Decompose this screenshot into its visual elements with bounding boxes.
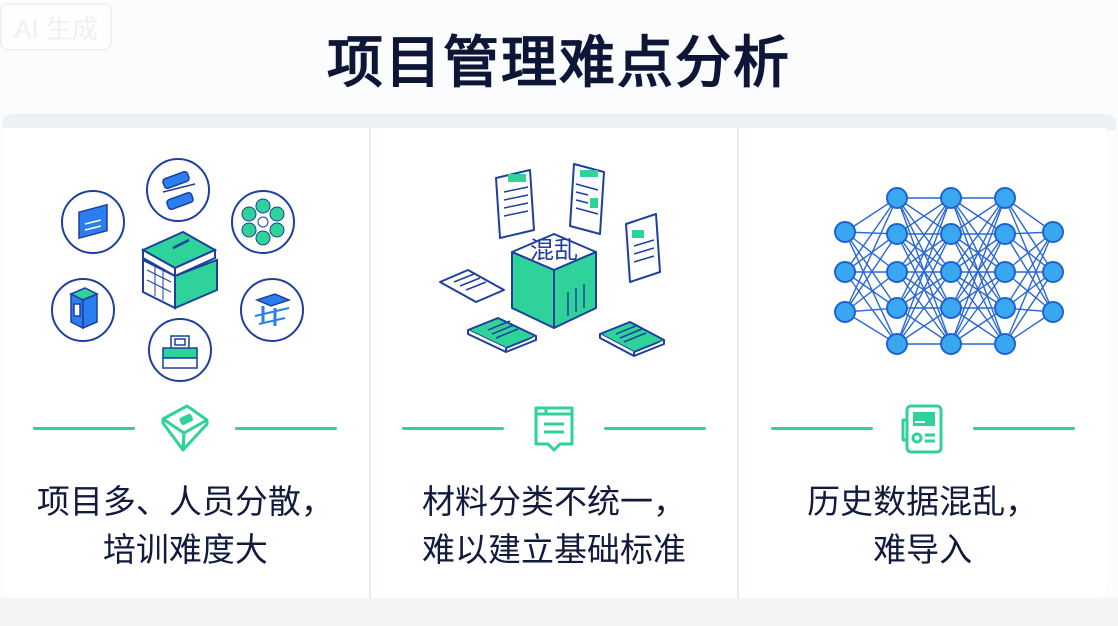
network-node <box>1041 221 1064 243</box>
panel-personnel: 项目多、人员分散， 培训难度大 <box>2 128 369 598</box>
divider-line-left <box>402 426 504 430</box>
divider-line-right <box>972 426 1075 430</box>
caption-line: 培训难度大 <box>102 530 268 569</box>
document-icon <box>599 321 665 357</box>
document-chat-icon <box>526 400 582 456</box>
document-icon <box>625 213 661 283</box>
network-node <box>1041 301 1064 323</box>
network-node <box>939 333 962 355</box>
document-icon <box>467 317 537 353</box>
network-graph-icon <box>833 187 1064 355</box>
divider-line-left <box>33 426 136 430</box>
chaos-box-icon <box>511 233 597 329</box>
bottom-band <box>0 598 1118 626</box>
hexagon-cluster-icon <box>241 198 285 246</box>
project-hub-illustration <box>2 142 369 382</box>
caption-line: 材料分类不统一， <box>422 482 686 521</box>
network-node <box>993 261 1016 283</box>
panel-caption: 项目多、人员分散， 培训难度大 <box>2 478 369 574</box>
divider-line-left <box>770 426 873 430</box>
ai-generated-badge: AI 生成 <box>0 3 112 51</box>
network-node <box>885 187 908 209</box>
panel-top-band <box>2 114 1116 130</box>
caption-line: 历史数据混乱， <box>807 482 1039 521</box>
toolbox-icon <box>162 335 199 369</box>
network-node <box>993 297 1016 319</box>
neural-network-illustration <box>739 142 1106 382</box>
document-icon <box>569 163 605 235</box>
network-node <box>833 301 856 323</box>
section-divider <box>739 398 1106 458</box>
caption-line: 难导入 <box>873 530 973 569</box>
page-title: 项目管理难点分析 <box>327 31 791 96</box>
messy-documents-illustration: 混乱 <box>371 142 738 382</box>
chaos-label: 混乱 <box>530 236 578 264</box>
network-node <box>939 223 962 245</box>
panel-history-data: 历史数据混乱， 难导入 <box>737 128 1106 598</box>
document-icon <box>439 269 505 303</box>
link-icon <box>162 170 196 211</box>
panel-materials: 混乱 材料分类不统一， 难以建立基础标准 <box>368 128 738 598</box>
network-node <box>939 261 962 283</box>
caption-line: 项目多、人员分散， <box>36 482 334 521</box>
network-node <box>939 297 962 319</box>
network-node <box>993 223 1016 245</box>
network-node <box>885 297 908 319</box>
section-divider <box>371 398 738 458</box>
box-icon <box>157 400 213 456</box>
panel-caption: 材料分类不统一， 难以建立基础标准 <box>371 478 738 574</box>
network-node <box>939 187 962 209</box>
network-node <box>885 223 908 245</box>
caption-line: 难以建立基础标准 <box>422 530 686 569</box>
panel-caption: 历史数据混乱， 难导入 <box>739 478 1106 574</box>
cabinet-icon <box>141 230 219 310</box>
divider-line-right <box>604 426 706 430</box>
books-icon <box>255 293 292 326</box>
network-node <box>993 187 1016 209</box>
network-node <box>885 333 908 355</box>
difficulty-panels: 项目多、人员分散， 培训难度大 <box>2 128 1106 598</box>
data-device-icon <box>895 400 951 456</box>
network-node <box>833 261 856 283</box>
divider-line-right <box>235 426 338 430</box>
circle-top <box>146 158 211 222</box>
network-node <box>1041 261 1064 283</box>
network-node <box>993 333 1016 355</box>
network-node <box>885 261 908 283</box>
document-icon <box>495 169 535 239</box>
mailbox-icon <box>69 287 100 330</box>
section-divider <box>2 398 369 458</box>
certificate-icon <box>78 203 109 240</box>
network-node <box>833 221 856 243</box>
